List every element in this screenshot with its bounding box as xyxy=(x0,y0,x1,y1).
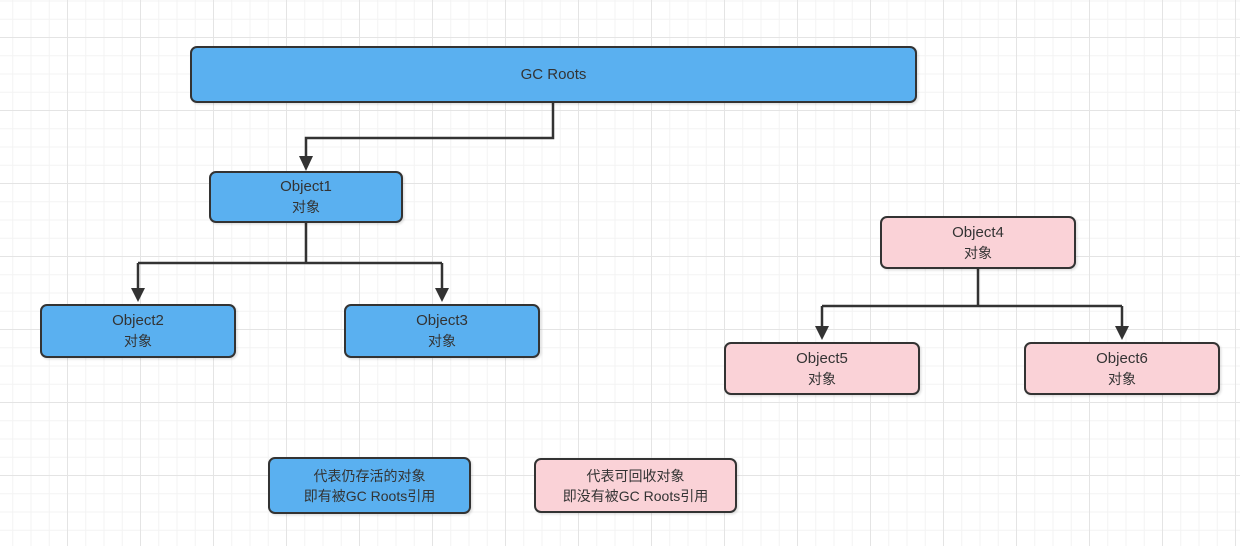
node-gc-roots[interactable]: GC Roots xyxy=(190,46,917,103)
node-subtitle: 对象 xyxy=(808,370,836,387)
node-title: Object2 xyxy=(112,312,164,329)
legend-collect-line2: 即没有被GC Roots引用 xyxy=(562,487,709,504)
legend-alive-objects[interactable]: 代表仍存活的对象 即有被GC Roots引用 xyxy=(268,457,471,514)
node-title: Object6 xyxy=(1096,349,1148,367)
node-gc-roots-label: GC Roots xyxy=(520,66,587,83)
legend-alive-line1: 代表仍存活的对象 xyxy=(313,467,426,484)
node-object6[interactable]: Object6 对象 xyxy=(1024,342,1220,395)
edge-object4-object5-object6[interactable] xyxy=(815,269,1129,340)
node-object1[interactable]: Object1 对象 xyxy=(209,171,403,223)
edge-object1-object2-object3[interactable] xyxy=(131,223,449,302)
arrowhead-object5 xyxy=(815,326,829,340)
legend-collect-line1: 代表可回收对象 xyxy=(586,467,685,484)
node-subtitle: 对象 xyxy=(1108,370,1136,387)
arrowhead-object1 xyxy=(299,156,313,171)
node-object3[interactable]: Object3 对象 xyxy=(344,304,540,358)
arrowhead-object2 xyxy=(131,288,145,302)
node-title: Object4 xyxy=(952,223,1004,241)
node-title: Object1 xyxy=(280,178,332,195)
node-object5[interactable]: Object5 对象 xyxy=(724,342,920,395)
node-title: Object5 xyxy=(796,349,848,367)
legend-collectable-objects[interactable]: 代表可回收对象 即没有被GC Roots引用 xyxy=(534,458,737,513)
node-subtitle: 对象 xyxy=(428,333,456,349)
node-object4[interactable]: Object4 对象 xyxy=(880,216,1076,269)
node-title: Object3 xyxy=(416,312,468,329)
legend-alive-line2: 即有被GC Roots引用 xyxy=(303,487,436,504)
arrowhead-object3 xyxy=(435,288,449,302)
edge-gcroots-object1[interactable] xyxy=(299,103,555,171)
arrowhead-object6 xyxy=(1115,326,1129,340)
node-subtitle: 对象 xyxy=(964,244,992,261)
node-subtitle: 对象 xyxy=(292,199,320,215)
node-object2[interactable]: Object2 对象 xyxy=(40,304,236,358)
node-subtitle: 对象 xyxy=(124,333,152,349)
